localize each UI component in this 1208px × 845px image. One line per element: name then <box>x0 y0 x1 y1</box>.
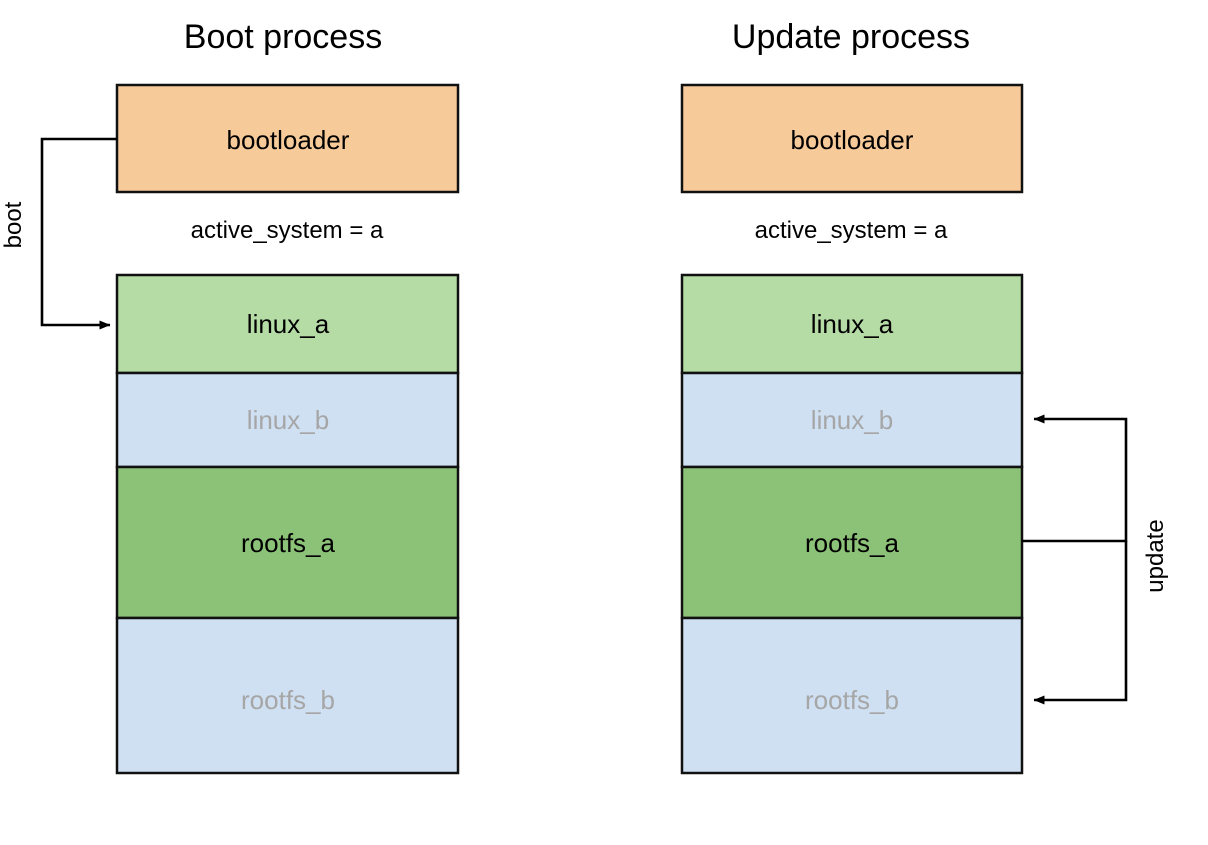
boot-linux-a-rect <box>115 273 460 375</box>
boot-partition-linux-b[interactable]: linux_b <box>115 371 460 469</box>
update-partition-rootfs-a[interactable]: rootfs_a <box>680 465 1024 620</box>
boot-rootfs-b-label: rootfs_b <box>241 685 335 715</box>
boot-bootloader-label: bootloader <box>227 125 350 155</box>
update-partition-linux-a[interactable]: linux_a <box>680 273 1024 375</box>
boot-rootfs-a-label: rootfs_a <box>241 528 335 558</box>
update-flow-arrow-to-rootfs-b <box>1033 541 1128 705</box>
update-flow-label: update <box>1142 519 1169 592</box>
update-partition-linux-b[interactable]: linux_b <box>680 371 1024 469</box>
column-update-process: Update process bootloader active_system … <box>680 18 1169 775</box>
update-bootloader-box[interactable]: bootloader <box>680 83 1024 194</box>
boot-partition-rootfs-a[interactable]: rootfs_a <box>115 465 460 620</box>
update-rootfs-b-label: rootfs_b <box>805 685 899 715</box>
update-process-title: Update process <box>732 18 970 56</box>
update-bootloader-rect <box>680 83 1024 194</box>
boot-flow-label: boot <box>0 201 27 248</box>
boot-active-system-note: active_system = a <box>191 217 384 244</box>
boot-linux-b-label: linux_b <box>247 405 329 435</box>
update-bootloader-label: bootloader <box>791 125 914 155</box>
boot-linux-a-label: linux_a <box>247 309 330 339</box>
boot-bootloader-box[interactable]: bootloader <box>115 83 460 194</box>
update-linux-b-label: linux_b <box>811 405 893 435</box>
update-linux-b-rect <box>680 371 1024 469</box>
boot-flow-arrow <box>40 137 117 330</box>
boot-partition-rootfs-b[interactable]: rootfs_b <box>115 616 460 775</box>
column-boot-process: Boot process bootloader active_system = … <box>0 18 460 775</box>
boot-rootfs-b-rect <box>115 616 460 775</box>
boot-bootloader-rect <box>115 83 460 194</box>
update-active-system-note: active_system = a <box>755 217 948 244</box>
boot-process-title: Boot process <box>184 18 382 56</box>
update-flow-arrow-to-linux-b <box>1022 414 1128 543</box>
update-partition-rootfs-b[interactable]: rootfs_b <box>680 616 1024 775</box>
update-rootfs-a-label: rootfs_a <box>805 528 899 558</box>
boot-partition-linux-a[interactable]: linux_a <box>115 273 460 375</box>
boot-linux-b-rect <box>115 371 460 469</box>
boot-rootfs-a-rect <box>115 465 460 620</box>
update-linux-a-label: linux_a <box>811 309 894 339</box>
update-rootfs-b-rect <box>680 616 1024 775</box>
